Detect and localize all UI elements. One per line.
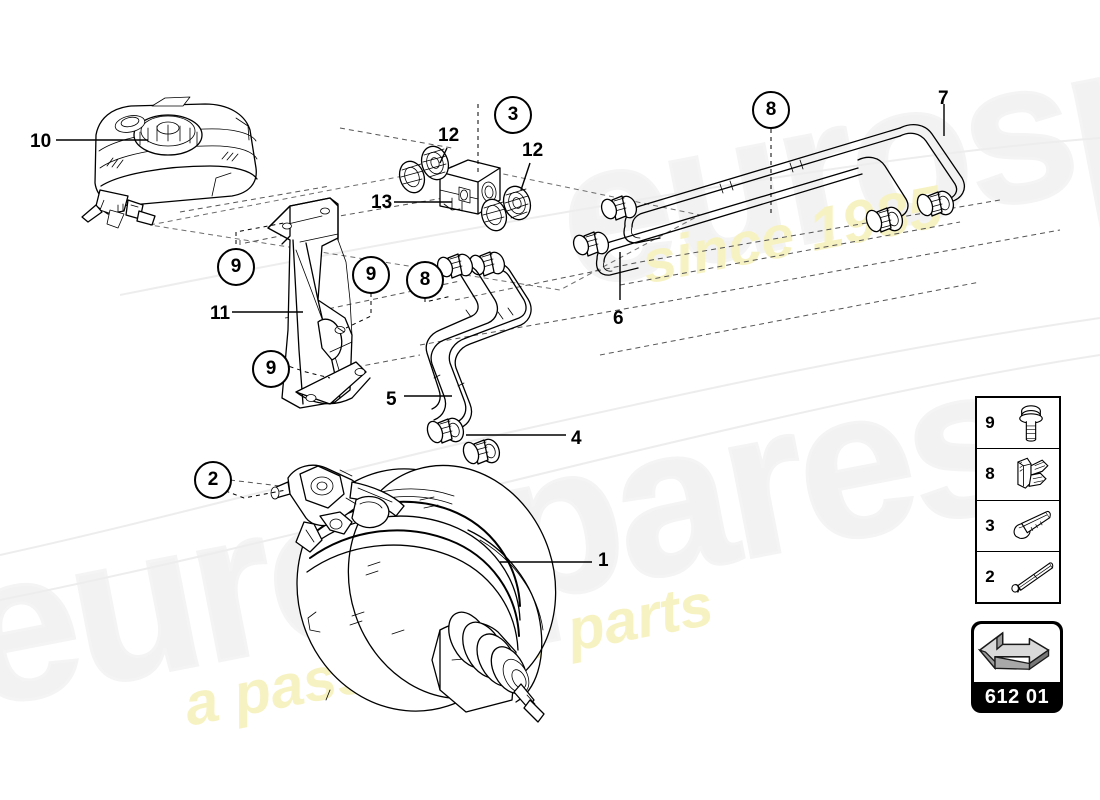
booster-pushrod-bellows — [448, 611, 545, 723]
part-brake-line-7 — [623, 123, 965, 244]
part-brake-fluid-reservoir — [81, 96, 258, 229]
part-pushrod-clevis — [270, 464, 405, 553]
callout-2[interactable]: 2 — [194, 461, 232, 499]
hex-flange-bolt-icon — [1003, 398, 1059, 448]
part-brake-servo-booster — [296, 464, 557, 723]
line-clip-icon — [1003, 449, 1059, 499]
callout-12-upper[interactable]: 12 — [438, 125, 460, 146]
callout-7[interactable]: 7 — [938, 88, 949, 109]
legend-row-3: 3 — [977, 501, 1059, 552]
callout-6[interactable]: 6 — [613, 308, 624, 329]
callout-8-lower[interactable]: 8 — [406, 261, 444, 299]
callout-3[interactable]: 3 — [494, 96, 532, 134]
long-pin-bolt-icon — [1003, 552, 1059, 602]
part-group-badge[interactable]: 612 01 — [972, 622, 1062, 712]
part-union-fitting-12c — [502, 185, 532, 221]
legend-number-9: 9 — [985, 413, 995, 433]
callout-10[interactable]: 10 — [30, 131, 52, 152]
callout-1[interactable]: 1 — [598, 550, 609, 571]
callout-12-lower[interactable]: 12 — [522, 140, 544, 161]
short-stud-bolt-icon — [1003, 501, 1059, 551]
arrow-3d-icon — [974, 624, 1060, 682]
part-brake-line-4 — [425, 253, 499, 444]
callout-9-c[interactable]: 9 — [252, 350, 290, 388]
part-brake-line-5 — [448, 251, 532, 465]
legend-number-3: 3 — [985, 515, 995, 535]
part-brake-line-6 — [572, 156, 909, 276]
part-group-number: 612 01 — [984, 685, 1050, 708]
fastener-legend-box: 9 8 — [975, 396, 1061, 604]
legend-row-2: 2 — [977, 552, 1059, 602]
callout-13[interactable]: 13 — [371, 192, 393, 213]
legend-row-8: 8 — [977, 449, 1059, 501]
callout-11[interactable]: 11 — [210, 303, 231, 324]
callout-4[interactable]: 4 — [571, 428, 582, 449]
part-union-fitting-12a — [420, 145, 450, 181]
callout-9-a[interactable]: 9 — [217, 248, 255, 286]
callout-9-b[interactable]: 9 — [352, 256, 390, 294]
part-union-fitting-12b — [398, 160, 426, 194]
part-union-fitting-12d — [480, 198, 508, 232]
part-distribution-block — [439, 159, 501, 215]
callout-8-upper[interactable]: 8 — [752, 91, 790, 129]
part-mounting-bracket — [267, 197, 371, 409]
legend-number-2: 2 — [985, 566, 995, 586]
legend-row-9: 9 — [977, 398, 1059, 450]
callout-leader-lines — [56, 104, 945, 563]
callout-5[interactable]: 5 — [386, 389, 397, 410]
legend-number-8: 8 — [985, 464, 995, 484]
